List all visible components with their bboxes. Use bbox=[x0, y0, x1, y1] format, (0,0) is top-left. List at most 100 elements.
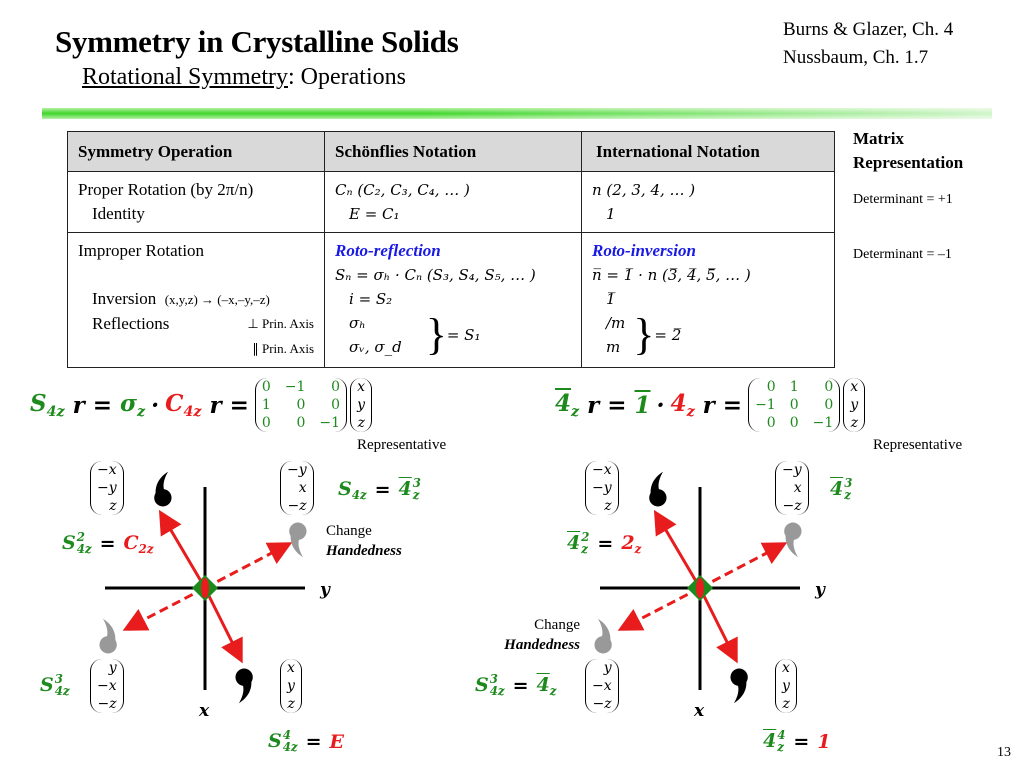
matrix-cell: x bbox=[298, 480, 307, 496]
matrix-cell: 0 bbox=[261, 415, 271, 431]
comma-motif-mirrored-icon bbox=[99, 618, 117, 654]
diagram-left-graphics bbox=[99, 471, 307, 704]
matrix-cell: 0 bbox=[824, 397, 834, 413]
schonflies-identity: E = C₁ bbox=[349, 205, 400, 223]
matrix-cell: −1 bbox=[284, 379, 306, 395]
matrix-cell: z bbox=[357, 415, 365, 431]
slide-subtitle: Rotational Symmetry: Operations bbox=[82, 64, 406, 91]
c4z-symbol: C4z bbox=[165, 390, 202, 420]
diagram-right-graphics bbox=[594, 471, 802, 704]
vector-top-right: −y x −z bbox=[775, 461, 809, 515]
eq-dot: · bbox=[656, 391, 665, 419]
inversion-row: Inversion (x,y,z) → (–x,–y,–z) bbox=[78, 287, 314, 312]
matrix-cell: x bbox=[782, 660, 790, 676]
matrix-cell: −y bbox=[97, 480, 117, 496]
matrix-cell: −y bbox=[782, 462, 802, 478]
slide-title: Symmetry in Crystalline Solids bbox=[55, 24, 459, 59]
comma-motif-mirrored-icon bbox=[784, 522, 802, 558]
matrix-cell: z bbox=[287, 696, 295, 712]
x-axis-label: x bbox=[694, 701, 705, 721]
matrix-cell: 0 bbox=[331, 379, 341, 395]
matrix-cell: x bbox=[357, 379, 365, 395]
matrix-cell: −z bbox=[592, 696, 612, 712]
table-header-row: Symmetry Operation Schönflies Notation I… bbox=[67, 131, 835, 172]
determinant-negative: Determinant = –1 bbox=[853, 247, 952, 262]
matrix-cell: y bbox=[782, 678, 790, 694]
cell-improper-op: Improper Rotation Inversion (x,y,z) → (–… bbox=[67, 232, 325, 368]
eq-r: r = bbox=[587, 391, 627, 419]
header-international: International Notation bbox=[581, 131, 835, 172]
matrix-cell: 1 bbox=[789, 379, 799, 395]
comma-motif-icon bbox=[235, 668, 253, 704]
matrix-label-line2: Representation bbox=[853, 153, 964, 172]
matrix-cell: −x bbox=[97, 678, 117, 694]
matrix-cell: −z bbox=[287, 498, 307, 514]
matrix-cell: x bbox=[793, 480, 802, 496]
matrix-cell: z bbox=[782, 696, 790, 712]
matrix-cell: 0 bbox=[824, 379, 834, 395]
reflections-row: Reflections⊥ Prin. Axis bbox=[78, 312, 314, 336]
inversion-mapping: (x,y,z) → (–x,–y,–z) bbox=[164, 292, 270, 307]
schonflies-sn: Sₙ = σₕ · Cₙ (S₃, S₄, S₅, … ) bbox=[335, 266, 536, 284]
international-identity: 1 bbox=[606, 205, 616, 223]
matrix-cell: 0 bbox=[331, 397, 341, 413]
representative-note-right: Representative bbox=[873, 437, 963, 453]
matrix-cell: 1 bbox=[261, 397, 271, 413]
x-axis-label: x bbox=[199, 701, 210, 721]
matrix-cell: x bbox=[287, 660, 295, 676]
brace-icon: } bbox=[633, 310, 655, 359]
matrix-cell: z bbox=[604, 498, 612, 514]
matrix-cell: −z bbox=[97, 696, 117, 712]
comma-motif-icon bbox=[730, 668, 748, 704]
cell-proper-schonflies: Cₙ (C₂, C₃, C₄, … ) E = C₁ bbox=[324, 171, 582, 233]
4bar-z-symbol: 4z bbox=[555, 390, 580, 420]
matrix-cell: −1 bbox=[319, 415, 341, 431]
eq-r: r = bbox=[72, 391, 113, 419]
identity-label: Identity bbox=[92, 204, 145, 223]
4z-symbol: 4z bbox=[670, 390, 695, 420]
rotoinversion-arrow bbox=[699, 542, 788, 590]
roto-reflection-title: Roto-reflection bbox=[335, 241, 441, 260]
eq-r: r = bbox=[209, 391, 249, 419]
matrix-cell: y bbox=[108, 660, 117, 676]
sigma-z-symbol: σz bbox=[120, 390, 146, 420]
cell-proper-international: n (2, 3, 4, … ) 1 bbox=[581, 171, 835, 233]
schonflies-sigma-v-d: σᵥ, σ_d bbox=[349, 338, 402, 356]
twofold-axis-icon bbox=[201, 578, 209, 598]
y-axis-label: y bbox=[320, 580, 330, 600]
matrix-cell: 0 bbox=[296, 415, 306, 431]
schonflies-cn: Cₙ (C₂, C₃, C₄, … ) bbox=[335, 181, 470, 199]
inversion-label: Inversion bbox=[92, 289, 157, 308]
green-divider-bar bbox=[42, 108, 992, 119]
rotation-arrow bbox=[158, 509, 207, 589]
subtitle-topic: Rotational Symmetry bbox=[82, 64, 288, 90]
matrix-label-line1: Matrix bbox=[853, 129, 904, 148]
matrix-cell: −z bbox=[782, 498, 802, 514]
matrix-cell: −1 bbox=[755, 397, 776, 413]
matrix-cell: −y bbox=[592, 480, 612, 496]
rotoreflection-arrow bbox=[122, 586, 206, 631]
reflections-label: Reflections bbox=[92, 314, 170, 333]
reference-2: Nussbaum, Ch. 1.7 bbox=[783, 47, 929, 68]
rotation-arrow bbox=[203, 587, 243, 664]
table-row-improper: Improper Rotation Inversion (x,y,z) → (–… bbox=[67, 232, 835, 368]
